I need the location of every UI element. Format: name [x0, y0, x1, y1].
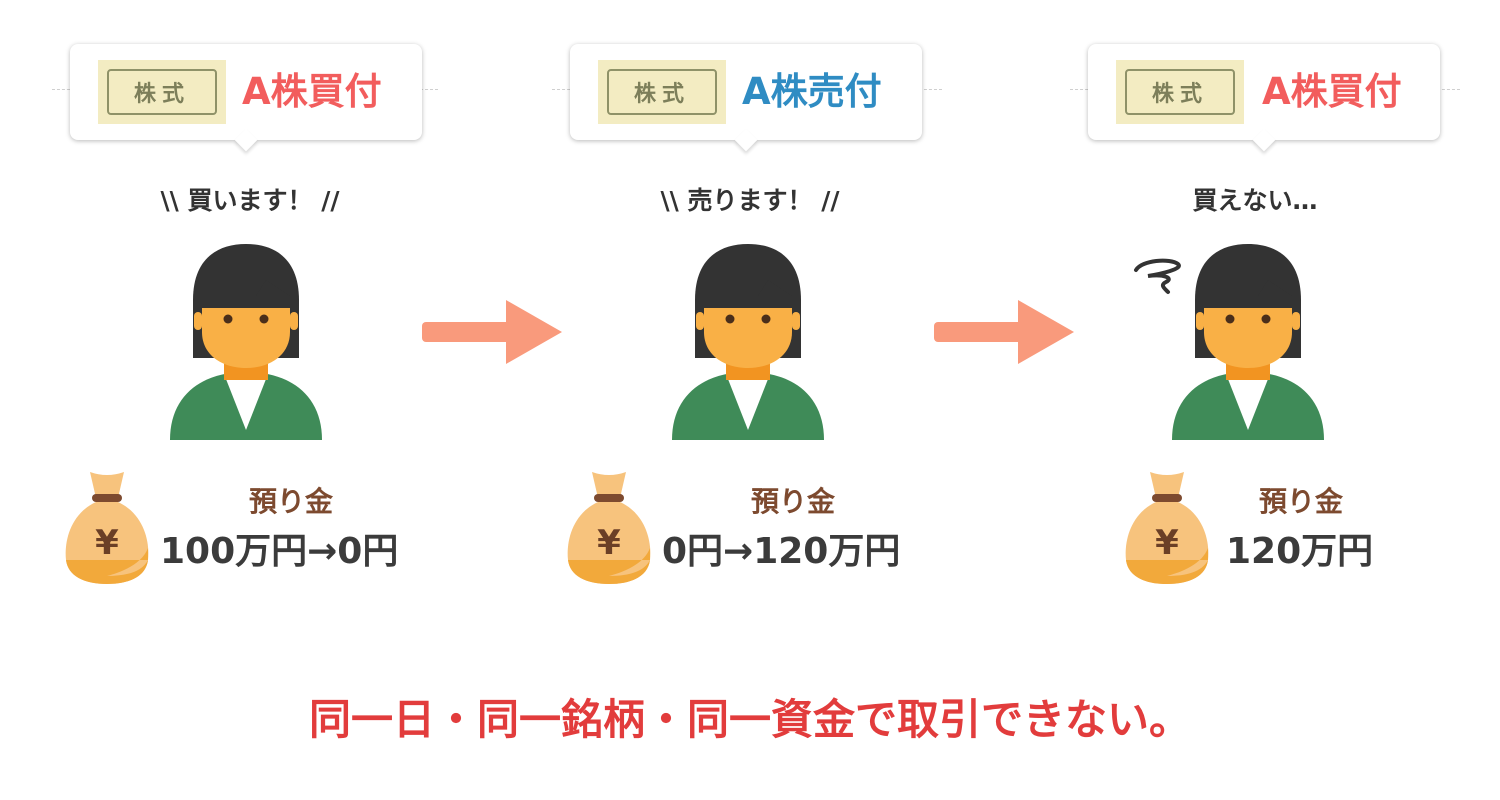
deposit-label: 預り金 — [248, 485, 333, 518]
person-icon — [1172, 244, 1324, 440]
arrow-right-icon — [934, 300, 1074, 364]
deposit-value: 0円→120万円 — [662, 531, 901, 572]
stock-certificate-icon: 株式 — [98, 60, 226, 124]
caption-text: 同一日・同一銘柄・同一資金で取引できない。 — [308, 695, 1191, 744]
money-bag-icon: ¥ — [567, 472, 651, 584]
deposit-label: 預り金 — [750, 485, 835, 518]
deposit-value: 100万円→0円 — [160, 531, 399, 572]
step-1-panel: 株式 A株買付 \\ 買います！ // ¥ 預り金 100万円→0円 — [0, 0, 500, 620]
swirl-icon — [1134, 258, 1181, 294]
person-icon — [672, 244, 824, 440]
stock-tag-label: 株式 — [1125, 69, 1235, 115]
yen-symbol: ¥ — [95, 523, 119, 563]
order-label: A株売付 — [742, 70, 882, 113]
speech-text: \\ 売ります！ // — [660, 186, 840, 215]
money-bag-icon: ¥ — [1125, 472, 1209, 584]
step-2-panel: 株式 A株売付 \\ 売ります！ // ¥ 預り金 0円→120万円 — [500, 0, 1000, 620]
speech-text: \\ 買います！ // — [160, 186, 340, 215]
deposit-label: 預り金 — [1258, 485, 1343, 518]
arrow-right-icon — [422, 300, 562, 364]
order-callout: 株式 A株売付 — [570, 44, 922, 140]
speech-text: 買えない… — [1192, 186, 1318, 215]
yen-symbol: ¥ — [597, 523, 621, 563]
stock-certificate-icon: 株式 — [1116, 60, 1244, 124]
step-3-panel: 株式 A株買付 買えない… ¥ 預り金 120万円 — [1000, 0, 1500, 620]
money-bag-icon: ¥ — [65, 472, 149, 584]
yen-symbol: ¥ — [1155, 523, 1179, 563]
deposit-value: 120万円 — [1226, 531, 1374, 572]
order-callout: 株式 A株買付 — [1088, 44, 1440, 140]
order-label: A株買付 — [1262, 70, 1402, 113]
order-callout: 株式 A株買付 — [70, 44, 422, 140]
stock-tag-label: 株式 — [607, 69, 717, 115]
order-label: A株買付 — [242, 70, 382, 113]
stock-tag-label: 株式 — [107, 69, 217, 115]
stock-certificate-icon: 株式 — [598, 60, 726, 124]
person-icon — [170, 244, 322, 440]
